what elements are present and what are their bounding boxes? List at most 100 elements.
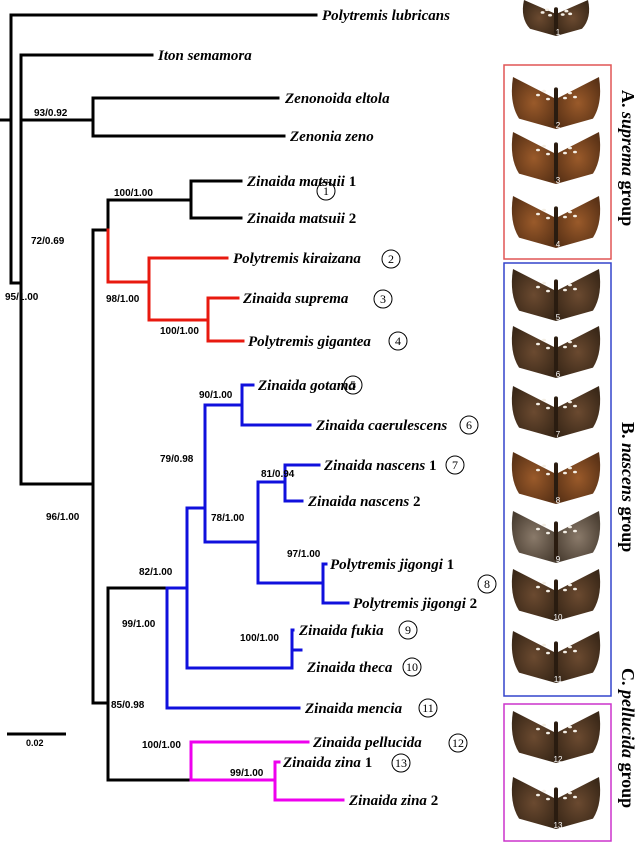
butterfly-specimen-image: 6 [511,326,601,379]
support-label: 85/0.98 [111,700,145,711]
circled-number: 12 [448,733,468,753]
taxon-label: Zinaida fukia [298,623,384,639]
taxon-label: Polytremis jigongi 1 [330,557,454,573]
circled-number: 13 [391,753,411,773]
butterfly-specimen-image: 2 [511,77,601,130]
taxon-label: Zinaida nascens 2 [307,494,421,510]
svg-text:12: 12 [452,736,464,750]
specimen-number: 1 [556,28,561,37]
group-box-suprema [503,64,612,260]
taxon-label: Zinaida gotama [257,378,356,394]
group-labels: A. suprema group B. nascens group C. pel… [618,90,638,808]
taxon-label: Zenonoida eltola [284,91,390,107]
svg-text:6: 6 [466,418,472,432]
butterfly-specimen-image: 9 [511,511,601,564]
red-branches [106,228,245,343]
specimen-number: 9 [556,555,561,564]
svg-text:7: 7 [452,458,458,472]
taxon-label: Zinaida zina 2 [348,793,438,809]
blue-branches [165,383,350,710]
svg-text:10: 10 [406,660,418,674]
butterfly-specimen-image: 4 [511,196,601,249]
svg-text:13: 13 [395,756,407,770]
taxon-label: Zinaida nascens 1 [323,458,437,474]
specimen-number: 6 [556,370,561,379]
specimen-number: 12 [554,755,563,764]
support-label: 81/0.94 [261,469,295,480]
taxon-labels: Polytremis lubricans Iton semamora Zenon… [157,8,477,809]
butterfly-specimen-image: 1 [522,0,590,37]
black-branches [0,13,318,782]
butterfly-specimen-image: 11 [511,631,601,684]
specimen-number: 2 [556,121,561,130]
support-label: 100/1.00 [142,740,181,751]
specimen-number: 8 [556,496,561,505]
taxon-label: Zinaida pellucida [312,735,422,751]
support-label: 90/1.00 [199,390,233,401]
butterfly-specimen-image: 3 [511,132,601,185]
circled-number: 9 [398,620,418,640]
support-label: 99/1.00 [122,619,156,630]
butterfly-specimen-image: 5 [511,269,601,322]
svg-text:4: 4 [395,334,401,348]
svg-text:9: 9 [405,623,411,637]
group-box-nascens [503,262,612,697]
taxon-label: Polytremis kiraizana [233,251,361,267]
taxon-label: Zinaida mencia [304,701,403,717]
group-box-pellucida [503,703,612,842]
circled-number: 6 [459,415,479,435]
taxon-label: Zinaida matsuii 1 [246,174,356,190]
butterfly-specimen-image: 7 [511,386,601,439]
support-label: 72/0.69 [31,236,65,247]
circled-number: 4 [388,331,408,351]
support-label: 100/1.00 [240,633,279,644]
support-label: 100/1.00 [114,188,153,199]
taxon-label: Zenonia zeno [289,129,374,145]
svg-text:11: 11 [422,701,434,715]
scale-bar: 0.02 [7,732,66,748]
taxon-label: Polytremis gigantea [248,334,371,350]
svg-text:3: 3 [380,292,386,306]
specimen-number: 13 [554,821,563,830]
butterfly-specimen-image: 12 [511,711,601,764]
svg-text:8: 8 [484,577,490,591]
svg-text:5: 5 [350,378,356,392]
support-label: 96/1.00 [46,512,80,523]
circled-number: 8 [477,574,497,594]
support-label: 78/1.00 [211,513,245,524]
svg-text:2: 2 [388,252,394,266]
support-label: 98/1.00 [106,294,140,305]
specimen-number: 11 [554,675,563,684]
support-label: 93/0.92 [34,108,68,119]
circled-number: 2 [381,249,401,269]
support-label: 95/1.00 [5,292,39,303]
taxon-label: Zinaida zina 1 [282,755,372,771]
scale-label: 0.02 [26,738,44,748]
specimen-number: 3 [556,176,561,185]
taxon-label: Polytremis jigongi 2 [353,596,477,612]
taxon-label: Polytremis lubricans [322,8,450,24]
taxon-label: Zinaida matsuii 2 [246,211,356,227]
circled-number: 11 [418,698,438,718]
butterfly-specimen-image: 10 [511,569,601,622]
svg-text:1: 1 [323,184,329,198]
taxon-label: Zinaida suprema [242,291,349,307]
taxon-label: Iton semamora [157,48,252,64]
support-label: 97/1.00 [287,549,321,560]
circled-numbers: 1 2 3 4 5 6 7 8 9 10 11 12 13 [316,181,497,773]
butterfly-specimen-image: 8 [511,452,601,505]
group-label-c: C. pellucida group [618,668,638,808]
group-label-b: B. nascens group [618,422,638,552]
circled-number: 7 [445,455,465,475]
circled-number: 5 [343,375,363,395]
magenta-branches [189,740,345,802]
group-boxes [503,64,612,842]
circled-number: 1 [316,181,336,201]
specimen-number: 4 [556,240,561,249]
group-label-a: A. suprema group [618,90,638,226]
butterfly-specimen-image: 13 [511,777,601,830]
support-label: 100/1.00 [160,326,199,337]
specimen-number: 5 [556,313,561,322]
